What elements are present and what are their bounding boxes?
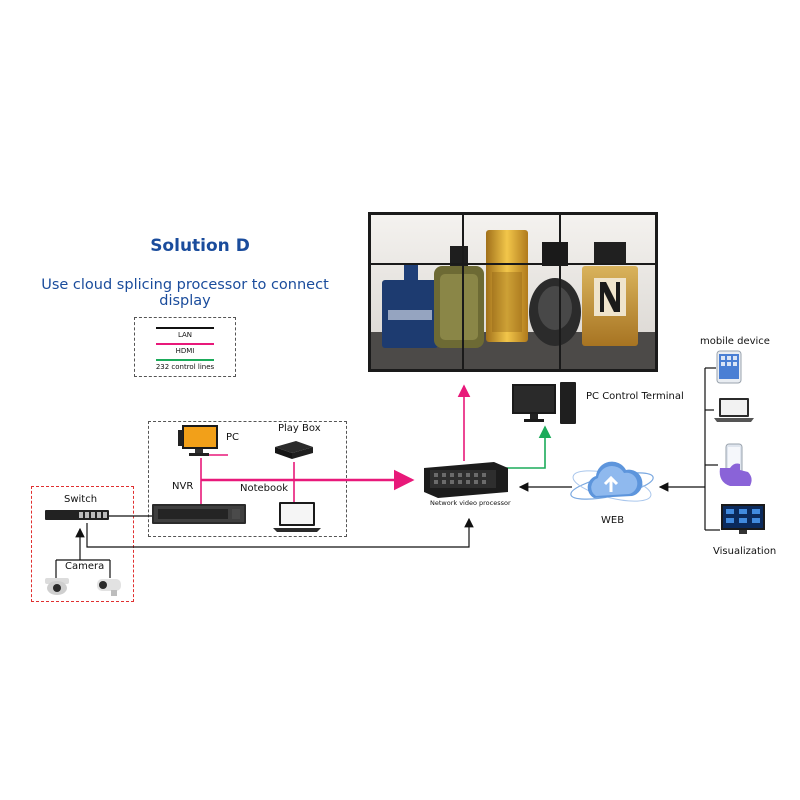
visualization-label: Visualization xyxy=(713,546,777,557)
tablet-icon xyxy=(716,350,742,384)
legend-line-lan xyxy=(156,327,214,329)
switch-camera-box xyxy=(31,486,134,602)
notebook-label: Notebook xyxy=(240,483,289,494)
play-box-label: Play Box xyxy=(278,423,321,434)
perfume-bottle-blue xyxy=(382,264,438,348)
nvr-label: NVR xyxy=(172,481,194,492)
visualization-screen-icon xyxy=(721,504,765,534)
legend-box: LAN HDMI 232 control lines xyxy=(134,317,236,377)
mobile-device-label: mobile device xyxy=(700,336,770,347)
web-cloud-icon xyxy=(570,461,654,502)
perfume-bottle-black xyxy=(529,242,581,346)
perfume-bottle-amber xyxy=(582,242,638,346)
diagram-title: Solution D xyxy=(150,236,250,256)
legend-item-hdmi: HDMI xyxy=(135,343,235,355)
camera-label: Camera xyxy=(65,561,105,572)
legend-line-hdmi xyxy=(156,343,214,345)
legend-label-hdmi: HDMI xyxy=(175,346,195,355)
notebook-icon xyxy=(273,502,321,532)
hand-phone-icon xyxy=(719,443,752,486)
legend-item-lan: LAN xyxy=(135,327,235,339)
legend-line-232 xyxy=(156,359,214,361)
pc-monitor-icon xyxy=(178,425,218,456)
switch-label: Switch xyxy=(64,494,98,505)
control-line-pc-terminal xyxy=(506,425,552,469)
network-video-processor-icon xyxy=(424,462,508,498)
dome-camera-icon xyxy=(45,578,69,595)
pc-control-terminal-icon xyxy=(512,382,576,424)
pc-label: PC xyxy=(226,432,240,443)
nvr-icon xyxy=(152,504,246,524)
network-video-processor-label: Network video processor xyxy=(430,499,511,507)
laptop-icon xyxy=(714,398,754,422)
perfume-bottle-olive xyxy=(434,246,484,348)
video-wall-display xyxy=(368,212,658,372)
play-box-icon xyxy=(275,441,313,459)
web-label: WEB xyxy=(601,515,625,526)
pc-control-terminal-label: PC Control Terminal xyxy=(586,391,684,402)
legend-label-lan: LAN xyxy=(177,330,193,339)
lan-lines xyxy=(55,367,720,578)
bullet-camera-icon xyxy=(97,579,121,596)
legend-label-232: 232 control lines xyxy=(155,362,215,371)
lan-arrow-switch-processor xyxy=(86,517,474,548)
diagram-subtitle: Use cloud splicing processor to connect … xyxy=(41,277,329,309)
perfume-bottle-gold xyxy=(486,230,528,342)
switch-icon xyxy=(45,510,109,520)
legend-item-232: 232 control lines xyxy=(135,359,235,371)
